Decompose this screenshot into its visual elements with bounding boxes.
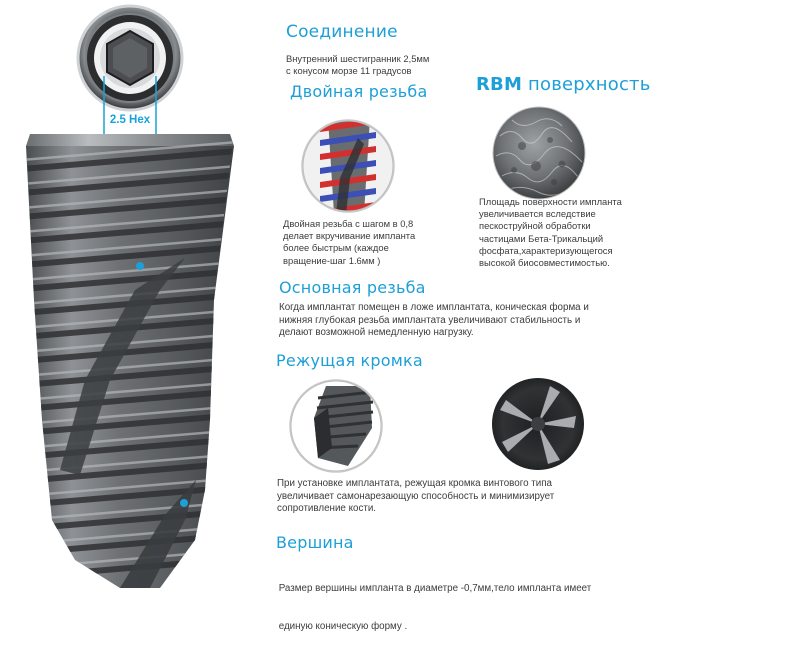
implant-collar — [26, 134, 234, 146]
connection-title: Соединение — [286, 22, 398, 42]
cutting-groove-lower — [120, 480, 196, 588]
main-thread-description: Когда имплантат помещен в ложе имплантат… — [279, 302, 624, 340]
cutting-groove-upper — [60, 258, 185, 475]
apex-line-2: единую коническую форму . — [276, 620, 408, 632]
hex-connection-top-view — [76, 4, 184, 112]
rbm-line-4: частицами Бета-Трикальций — [479, 232, 604, 244]
hex-size-label: 2.5 Hex — [109, 114, 151, 126]
rbm-line-6: высокой биосовместимостью. — [479, 257, 610, 269]
apex-line-1: Размер вершины импланта в диаметре -0,7м… — [276, 583, 592, 594]
rbm-line-1: Площадь поверхности импланта — [479, 196, 622, 207]
thread-pattern — [26, 140, 233, 588]
double-thread-line-4: вращение-шаг 1.6мм ) — [283, 254, 381, 266]
rbm-line-2: увеличивается вследствие — [479, 208, 596, 220]
rbm-title-bold: RBM — [476, 74, 523, 95]
main-thread-title: Основная резьба — [279, 278, 426, 297]
cutting-edge-line-3: сопротивление кости. — [277, 503, 377, 514]
cutting-edge-bottom-view-image — [492, 378, 584, 470]
rbm-line-5: фосфата,характеризующегося — [479, 244, 613, 256]
implant-illustration — [26, 4, 234, 588]
marker-dot-main-thread — [136, 262, 144, 270]
rbm-title: RBM поверхность — [476, 74, 651, 95]
implant-body — [26, 140, 234, 588]
connection-line-2: с конусом морзе 11 градусов — [286, 65, 412, 77]
cutting-edge-line-2: увеличивает самонарезающую способность и… — [277, 490, 555, 502]
cutting-edge-line-1: При установке имплантата, режущая кромка… — [277, 478, 552, 489]
rbm-surface-image — [492, 106, 586, 200]
rbm-line-3: пескоструйной обработки — [479, 220, 591, 232]
main-thread-line-2: нижняя глубокая резьба имплантата увелич… — [279, 314, 581, 326]
apex-description: Размер вершины импланта в диаметре -0,7м… — [276, 558, 626, 646]
double-thread-image — [301, 119, 395, 213]
main-thread-line-1: Когда имплантат помещен в ложе имплантат… — [279, 302, 589, 313]
main-thread-line-3: делают возможной немедленную нагрузку. — [279, 327, 474, 338]
marker-dot-apex — [180, 499, 188, 507]
rbm-description: Площадь поверхности импланта увеличивает… — [479, 196, 629, 269]
double-thread-description: Двойная резьба с шагом в 0,8 делает вкру… — [283, 218, 433, 267]
double-thread-line-2: делает вкручивание импланта — [283, 230, 416, 242]
rbm-title-rest: поверхность — [522, 74, 651, 95]
connection-description: Внутренний шестигранник 2,5мм с конусом … — [286, 53, 486, 77]
double-thread-title: Двойная резьба — [290, 82, 428, 101]
cutting-edge-side-image — [289, 379, 383, 473]
apex-title: Вершина — [276, 533, 354, 552]
cutting-edge-title: Режущая кромка — [276, 351, 423, 370]
double-thread-line-3: более быстрым (каждое — [283, 242, 389, 254]
double-thread-line-1: Двойная резьба с шагом в 0,8 — [283, 218, 414, 229]
cutting-edge-description: При установке имплантата, режущая кромка… — [277, 478, 622, 516]
connection-line-1: Внутренний шестигранник 2,5мм — [286, 53, 430, 64]
